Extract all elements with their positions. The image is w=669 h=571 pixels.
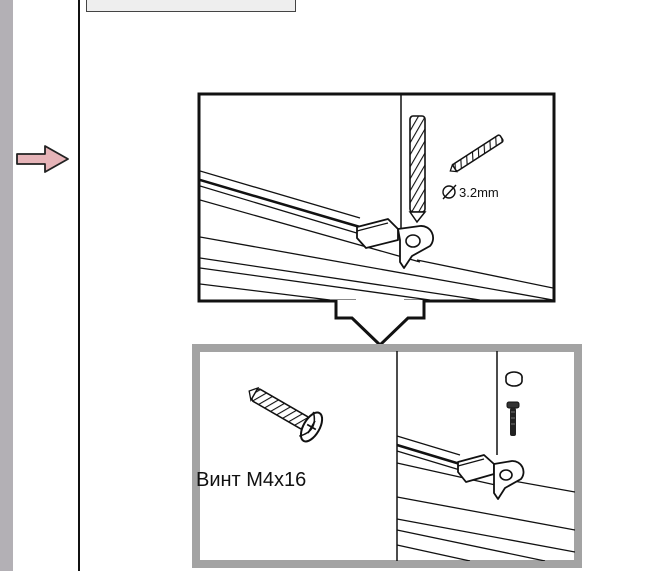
screw-cap-icon bbox=[505, 371, 523, 387]
pointer-arrow-icon bbox=[16, 145, 69, 173]
result-frame bbox=[192, 344, 582, 568]
screw-label: Винт M4x16 bbox=[196, 469, 307, 491]
drill-size-text: 3.2mm bbox=[459, 185, 499, 200]
side-bar bbox=[0, 0, 13, 571]
margin-rule bbox=[78, 0, 80, 571]
drill-bit-icon bbox=[449, 134, 504, 173]
drill-size-label: 3.2mm bbox=[459, 185, 499, 200]
fastened-result-figure bbox=[396, 351, 575, 561]
diameter-icon bbox=[442, 184, 457, 200]
top-tab-box bbox=[86, 0, 296, 12]
drilling-step-figure bbox=[200, 95, 553, 300]
drill-bit-vertical-icon bbox=[408, 115, 427, 224]
small-screw-icon bbox=[506, 401, 520, 436]
down-arrow-icon bbox=[334, 300, 426, 348]
phillips-screw-icon bbox=[248, 386, 324, 443]
